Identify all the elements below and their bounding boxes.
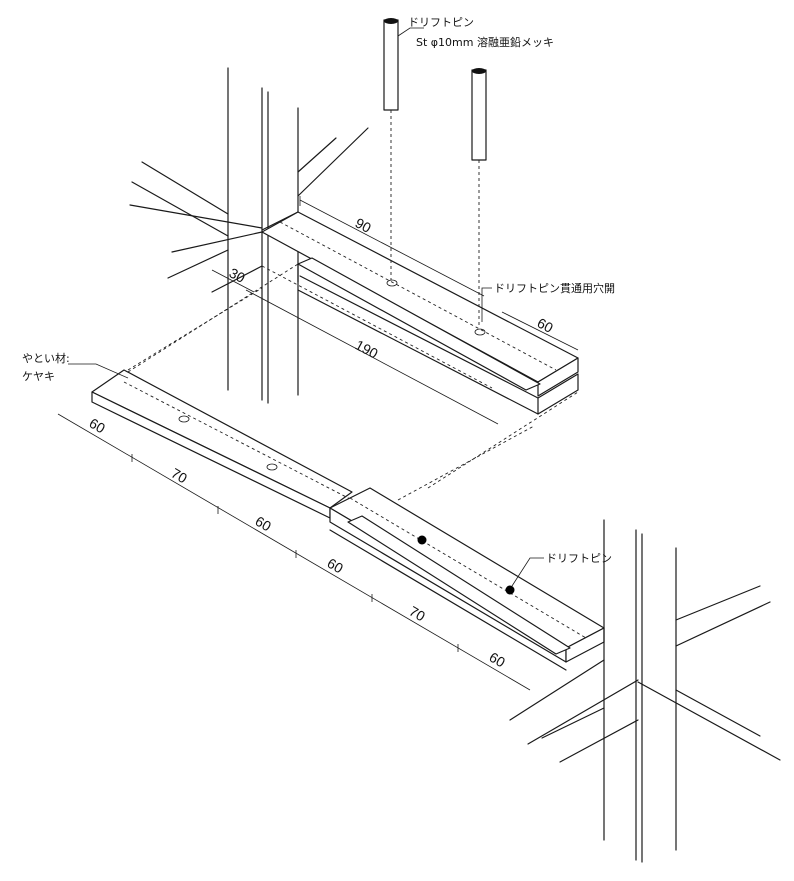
lower-right-column-junction — [509, 519, 781, 863]
yatoi-label-2: ケヤキ — [22, 370, 55, 383]
drift-pin-1 — [383, 18, 399, 280]
lower-connector-plate — [329, 487, 605, 671]
bottom-dim-6: 60 — [487, 649, 509, 671]
dim-60-upper-label: 60 — [535, 315, 556, 337]
bottom-dim-4: 60 — [325, 555, 347, 577]
drift-pin-spec-label: St φ10mm 溶融亜鉛メッキ — [416, 35, 554, 49]
pin-hole-label: ドリフトピン貫通用穴開 — [494, 281, 615, 295]
drift-pin-lower-label: ドリフトピン — [546, 552, 612, 565]
dimension-90: 90 — [299, 196, 485, 297]
dim-90-label: 90 — [353, 215, 374, 237]
upper-left-column-junction — [129, 67, 369, 404]
bottom-dim-1: 60 — [87, 415, 109, 437]
dim-30-label: 30 — [227, 265, 248, 287]
note-drift-pin-lower: ドリフトピン — [511, 552, 612, 587]
dimension-60-upper: 60 — [501, 311, 579, 351]
note-drift-pin-spec: ドリフトピン St φ10mm 溶融亜鉛メッキ — [397, 16, 554, 49]
dim-190-label: 190 — [353, 337, 381, 362]
drift-pin-2 — [471, 68, 487, 328]
yatoi-label-1: やとい材: — [22, 351, 70, 365]
bottom-dim-3: 60 — [253, 513, 275, 535]
bottom-dim-5: 70 — [407, 603, 429, 625]
bottom-dimension-chain: 60 70 60 60 70 60 — [57, 413, 531, 691]
note-yatoi-material: やとい材: ケヤキ — [22, 351, 129, 383]
drift-pin-title-label: ドリフトピン — [408, 16, 474, 29]
bottom-dim-2: 70 — [169, 465, 191, 487]
dimension-30: 30 — [211, 265, 255, 293]
note-pin-hole: ドリフトピン貫通用穴開 — [481, 281, 615, 322]
upper-connector-plate — [261, 211, 579, 415]
yatoi-spline — [91, 263, 579, 519]
